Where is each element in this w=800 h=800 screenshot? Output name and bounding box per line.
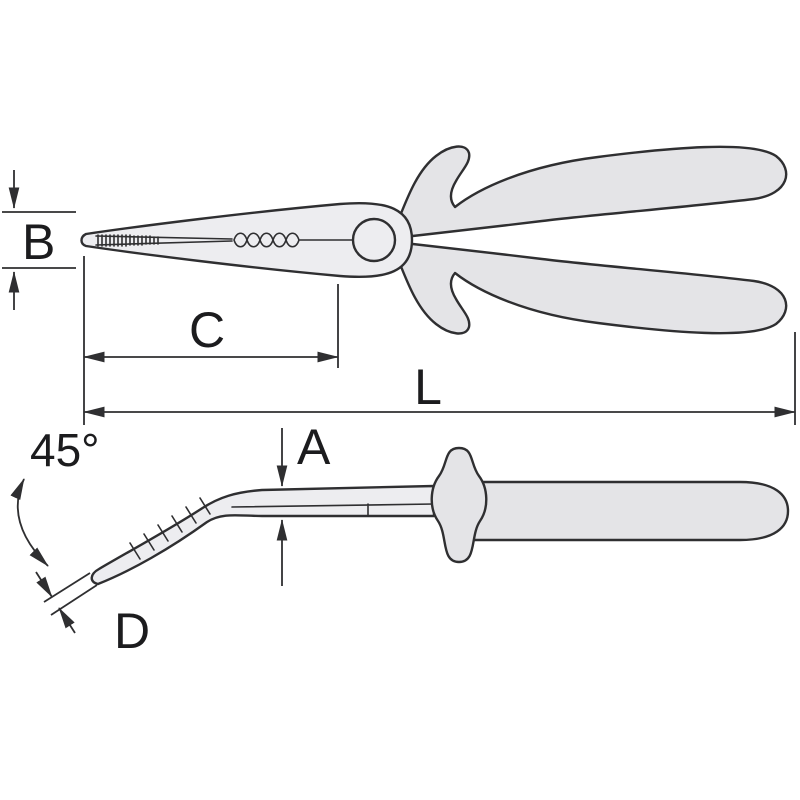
dimension-l: L bbox=[83, 332, 796, 425]
jaw-teeth bbox=[97, 234, 159, 247]
c-label: C bbox=[189, 302, 225, 358]
jaw-serration-ticks bbox=[129, 497, 211, 560]
pliers-side-view bbox=[90, 446, 790, 586]
d-label: D bbox=[114, 603, 150, 659]
bent-jaw bbox=[90, 484, 436, 586]
dimension-a: A bbox=[276, 419, 331, 586]
pliers-top-view bbox=[80, 145, 788, 335]
angle-arc bbox=[10, 478, 49, 567]
jaw-serration-scallops bbox=[233, 232, 300, 248]
lap-joint-step bbox=[231, 503, 435, 517]
lower-handle bbox=[398, 241, 788, 335]
dimension-c: C bbox=[83, 256, 339, 425]
angle-annotation: 45° bbox=[10, 424, 100, 567]
angle-label: 45° bbox=[30, 424, 100, 476]
pivot-circle bbox=[351, 217, 397, 263]
d-extension-line-1 bbox=[43, 572, 91, 603]
handle-grip bbox=[468, 480, 790, 542]
dimension-b: B bbox=[2, 170, 76, 310]
l-label: L bbox=[414, 359, 442, 415]
a-label: A bbox=[297, 419, 331, 475]
b-label: B bbox=[22, 214, 55, 270]
d-extension-line-2 bbox=[50, 584, 98, 616]
handle-guard bbox=[430, 446, 488, 564]
d-arrow-2 bbox=[58, 607, 76, 634]
d-arrow-1 bbox=[35, 571, 53, 598]
upper-handle bbox=[398, 145, 788, 239]
dimension-d: D bbox=[35, 571, 150, 659]
